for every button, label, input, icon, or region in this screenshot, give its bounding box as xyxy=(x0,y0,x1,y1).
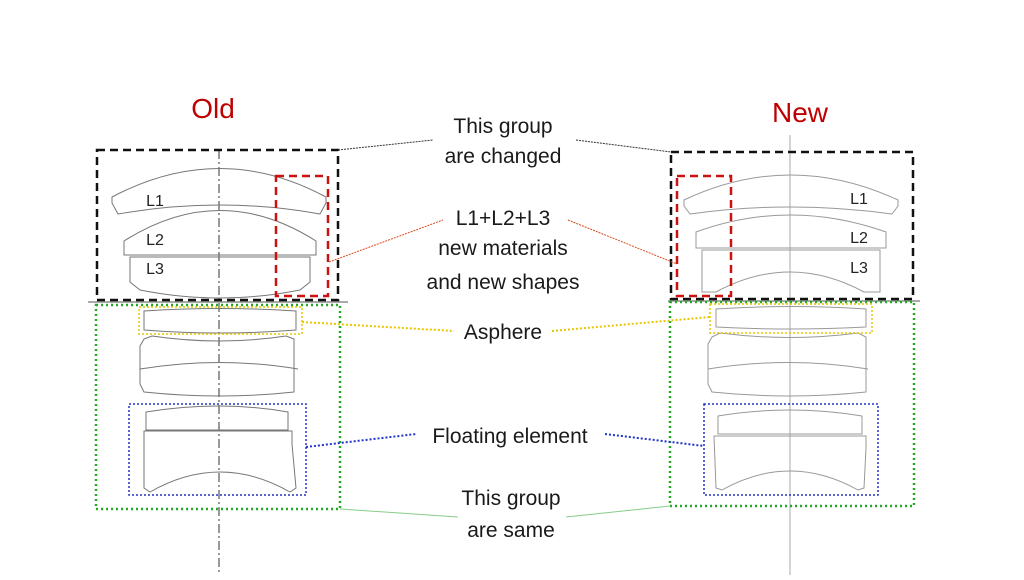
old-lens-l3 xyxy=(129,256,311,299)
changed-leader-left xyxy=(337,139,434,151)
old-lens-l2 xyxy=(123,210,317,256)
new-floating-lens-b xyxy=(713,435,867,491)
old-lens-l1 xyxy=(111,168,327,215)
lenses-text-1: L1+L2+L3 xyxy=(456,207,551,230)
same-group-text-2: are same xyxy=(467,519,555,542)
new-lens-l1 xyxy=(683,174,899,215)
old-label-l3: L3 xyxy=(146,261,164,278)
annotations: This group are changed L1+L2+L3 new mate… xyxy=(427,115,588,542)
old-lens-elements xyxy=(111,168,327,493)
old-floating-box xyxy=(128,403,307,496)
new-label-l3: L3 xyxy=(850,260,868,277)
changed-group-text-1: This group xyxy=(453,115,552,138)
new-asphere-lens xyxy=(715,306,867,330)
old-same-group-box xyxy=(94,303,342,511)
asphere-leader-left xyxy=(301,321,455,332)
asphere-leader-right xyxy=(551,316,711,332)
same-leader-left xyxy=(339,508,459,518)
old-heading: Old xyxy=(191,93,235,124)
asphere-text: Asphere xyxy=(464,321,542,344)
floating-text: Floating element xyxy=(432,425,587,448)
floating-leader-left xyxy=(305,433,417,448)
new-changed-group-box xyxy=(669,150,915,301)
old-floating-lens-b xyxy=(143,430,297,493)
changed-group-text-2: are changed xyxy=(445,145,562,168)
lenses-text-2: new materials xyxy=(438,237,568,260)
lenses-leader-left xyxy=(328,219,444,263)
changed-leader-right xyxy=(575,139,672,153)
same-leader-right xyxy=(565,505,671,518)
lenses-leader-right xyxy=(567,219,678,265)
old-asphere-box xyxy=(138,306,303,335)
old-lens-5-cement xyxy=(139,362,299,370)
new-same-group-box xyxy=(668,300,916,508)
new-floating-box xyxy=(703,403,879,496)
new-label-l2: L2 xyxy=(850,230,868,247)
old-label-l2: L2 xyxy=(146,232,164,249)
new-lens-l2 xyxy=(695,214,887,249)
same-group-text-1: This group xyxy=(461,487,560,510)
new-asphere-box xyxy=(709,303,873,334)
old-lenses-box xyxy=(274,174,330,298)
new-lens-5-cement xyxy=(707,362,869,370)
new-lens-l3 xyxy=(701,249,881,293)
new-lens-5 xyxy=(707,332,867,397)
new-lens-elements xyxy=(683,174,899,491)
old-changed-group-box xyxy=(95,148,340,302)
new-lenses-box xyxy=(675,174,733,298)
old-asphere-lens xyxy=(143,308,297,334)
new-heading: New xyxy=(772,97,829,128)
old-lens-5 xyxy=(139,335,295,397)
new-floating-lens-a xyxy=(717,409,863,435)
leader-lines xyxy=(301,139,711,518)
lenses-text-3: and new shapes xyxy=(427,271,580,294)
old-floating-lens-a xyxy=(145,405,289,431)
floating-leader-right xyxy=(604,433,705,447)
new-label-l1: L1 xyxy=(850,191,868,208)
old-label-l1: L1 xyxy=(146,193,164,210)
